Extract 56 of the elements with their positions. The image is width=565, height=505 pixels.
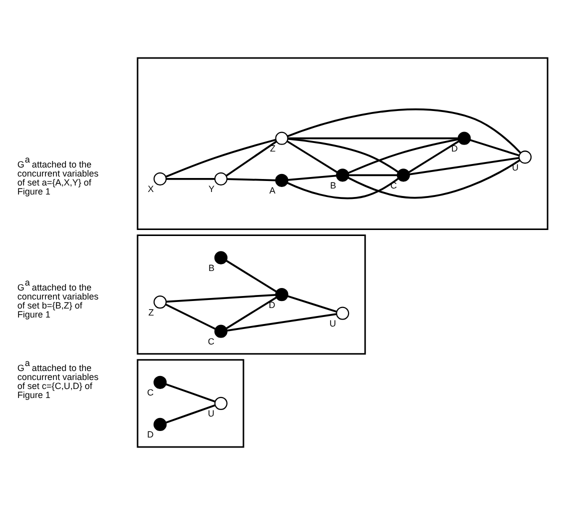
node-circle — [214, 396, 228, 410]
connector — [288, 137, 458, 140]
node-circle — [275, 132, 288, 145]
connector — [288, 174, 337, 181]
node-label: Z — [148, 307, 154, 318]
node-circle — [275, 288, 288, 302]
node-label: D — [147, 430, 154, 440]
connector — [287, 178, 399, 200]
node-circle — [154, 376, 167, 389]
connector — [226, 260, 277, 292]
node-circle — [154, 418, 167, 432]
connector — [348, 159, 520, 199]
node-circle — [458, 132, 471, 145]
connector — [226, 296, 277, 330]
connector — [287, 108, 522, 154]
node-label: C — [208, 336, 214, 347]
node-label: D — [268, 300, 276, 310]
node-label: U — [330, 318, 336, 329]
cluster — [136, 57, 548, 230]
node-label: Y — [208, 184, 215, 194]
node-label: B — [330, 180, 336, 190]
node-circle — [154, 172, 167, 186]
connector — [409, 157, 520, 176]
connector — [348, 138, 458, 174]
connector — [165, 304, 216, 330]
node-label: D — [451, 144, 458, 154]
connector — [470, 139, 520, 156]
node-circle — [214, 251, 228, 264]
node-circle — [154, 296, 167, 309]
node-circle — [336, 306, 350, 320]
node-label: A — [269, 186, 276, 196]
node-label: C — [147, 388, 154, 398]
connector — [166, 404, 216, 424]
node-circle — [336, 168, 350, 182]
node-label: X — [148, 184, 154, 194]
connector — [166, 178, 215, 180]
connector — [226, 140, 278, 177]
connector — [166, 138, 276, 178]
cluster — [136, 234, 366, 355]
node-circle — [518, 150, 532, 164]
connector — [348, 174, 398, 176]
connector — [166, 294, 276, 303]
connector — [288, 138, 399, 173]
node-label: B — [208, 262, 215, 273]
connector — [226, 178, 276, 182]
connector — [286, 140, 338, 173]
node-circle — [214, 324, 228, 338]
connector — [287, 295, 338, 313]
cluster — [136, 359, 244, 448]
connector — [227, 313, 337, 332]
connector — [408, 140, 460, 174]
node-label: U — [208, 408, 214, 419]
connector — [166, 383, 216, 403]
node-circle — [275, 174, 288, 187]
node-circle — [214, 172, 228, 186]
node-circle — [396, 168, 410, 182]
